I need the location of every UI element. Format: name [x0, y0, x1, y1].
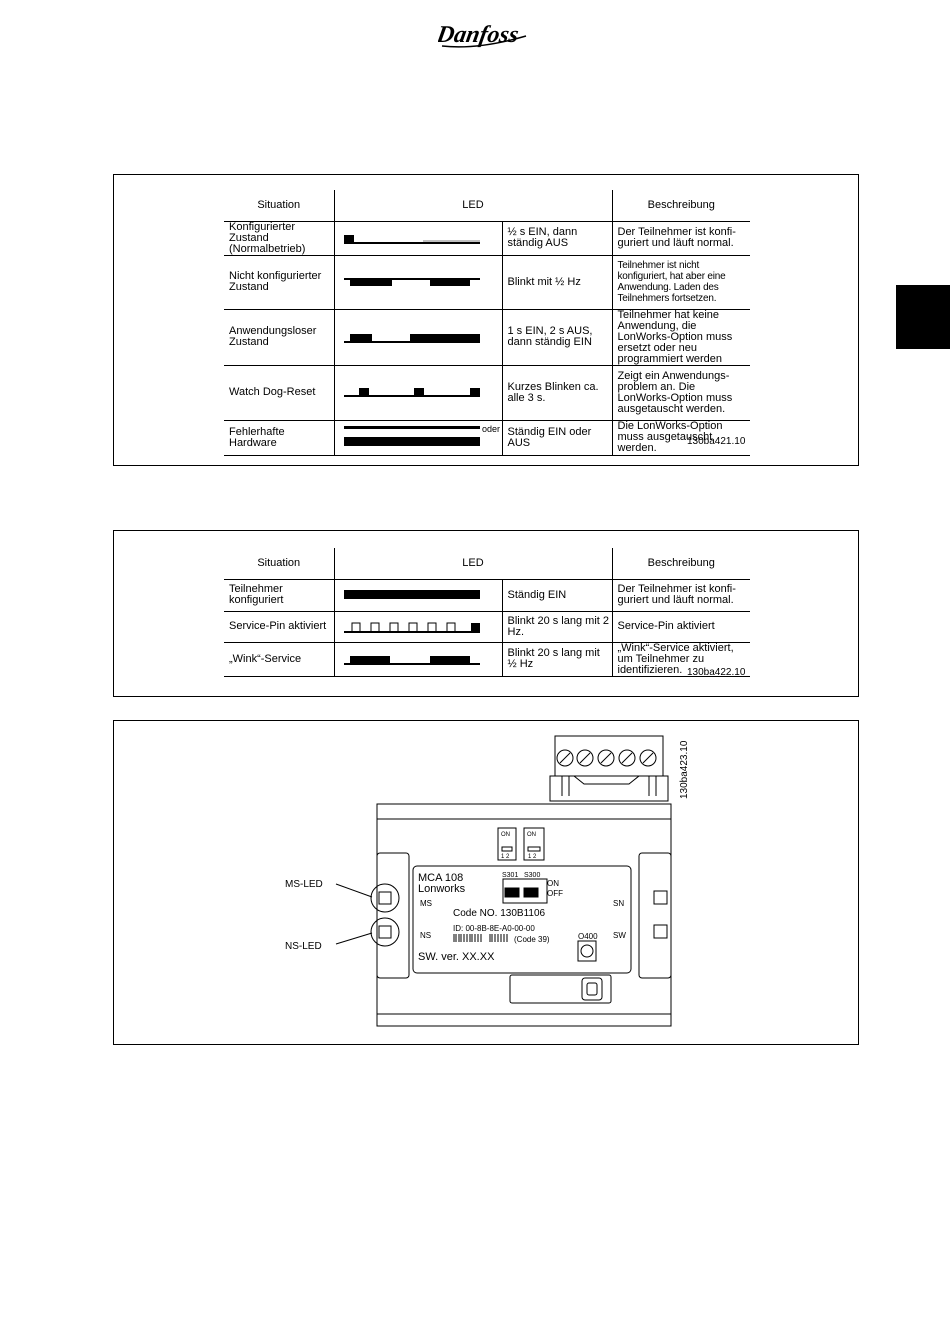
- ms-led-table: Situation LED Beschreibung Konfigurierte…: [224, 190, 750, 456]
- name-text: Lonworks: [418, 883, 466, 895]
- led-description: Ständig EIN oder AUS: [501, 419, 613, 456]
- led-description: ½ s EIN, dann ständig AUS: [501, 220, 613, 256]
- led-pattern: [333, 220, 503, 256]
- o400-label: O400: [578, 932, 598, 941]
- dip-on-label: ON: [527, 832, 536, 838]
- description-cell: Die LonWorks-Option muss ausgetauscht we…: [611, 419, 750, 456]
- description-cell: Der Teilnehmer ist konfi-guriert und läu…: [611, 220, 750, 256]
- led-description: 1 s EIN, 2 s AUS, dann ständig EIN: [501, 308, 613, 366]
- figure-code: 130ba423.10: [679, 740, 690, 799]
- situation-cell: Watch Dog-Reset: [224, 364, 335, 421]
- ns-led-label: NS-LED: [285, 941, 322, 952]
- sw-label: SW: [613, 931, 626, 940]
- led-pattern: [333, 610, 503, 643]
- led-pattern: [333, 364, 503, 421]
- off-label: OFF: [547, 889, 563, 898]
- situation-cell: Anwendungsloser Zustand: [224, 308, 335, 366]
- logo-text: Danfoss: [438, 21, 521, 48]
- header-situation: Situation: [224, 548, 335, 580]
- s301-label: S301: [502, 872, 518, 879]
- on-label: ON: [547, 879, 559, 888]
- description-cell: Teilnehmer ist nicht konfiguriert, hat a…: [611, 254, 750, 310]
- danfoss-logo: Danfoss: [438, 21, 527, 48]
- header-description: Beschreibung: [611, 548, 750, 580]
- led-pattern: [333, 254, 503, 310]
- mca108-device-drawing: MS-LED NS-LED MCA 108 Lonworks MS NS Cod…: [285, 735, 690, 1027]
- description-cell: Zeigt ein Anwendungs-problem an. Die Lon…: [611, 364, 750, 421]
- barcode-note: (Code 39): [514, 935, 550, 944]
- sn-label: SN: [613, 899, 624, 908]
- led-description: Blinkt 20 s lang mit 2 Hz.: [501, 610, 613, 643]
- ms-text: MS: [420, 899, 432, 908]
- led-pattern: oder: [333, 419, 503, 456]
- figure-code: 130ba422.10: [687, 667, 746, 678]
- situation-cell: „Wink“-Service: [224, 641, 335, 677]
- led-description: Ständig EIN: [501, 578, 613, 612]
- dip-on-label: ON: [501, 832, 510, 838]
- ns-led-table: Situation LED Beschreibung Teilnehmer ko…: [224, 548, 750, 677]
- situation-cell: Service-Pin aktiviert: [224, 610, 335, 643]
- oder-label: oder: [482, 424, 500, 434]
- s300-label: S300: [524, 872, 540, 879]
- led-status-figure-1: Situation LED Beschreibung Konfigurierte…: [113, 174, 859, 466]
- header-description: Beschreibung: [611, 190, 750, 222]
- led-status-figure-2: Situation LED Beschreibung Teilnehmer ko…: [113, 530, 859, 697]
- led-pattern: [333, 578, 503, 612]
- description-cell: Service-Pin aktiviert: [611, 610, 750, 643]
- header-situation: Situation: [224, 190, 335, 222]
- id-text: ID: 00-8B-8E-A0-00-00: [453, 924, 535, 933]
- sw-version: SW. ver. XX.XX: [418, 951, 495, 963]
- header-led: LED: [333, 190, 613, 222]
- situation-cell: Fehlerhafte Hardware: [224, 419, 335, 456]
- led-description: Kurzes Blinken ca. alle 3 s.: [501, 364, 613, 421]
- ns-text: NS: [420, 931, 431, 940]
- situation-cell: Nicht konfigurierter Zustand: [224, 254, 335, 310]
- led-pattern: [333, 641, 503, 677]
- dip-12-label: 1 2: [528, 854, 537, 860]
- description-cell: Teilnehmer hat keine Anwendung, die LonW…: [611, 308, 750, 366]
- ms-led-label: MS-LED: [285, 879, 323, 890]
- dip-12-label: 1 2: [501, 854, 510, 860]
- code-no-text: Code NO. 130B1106: [453, 908, 546, 919]
- chapter-tab: [896, 285, 950, 349]
- description-cell: „Wink“-Service aktiviert, um Teilnehmer …: [611, 641, 750, 677]
- led-description: Blinkt 20 s lang mit ½ Hz: [501, 641, 613, 677]
- description-cell: Der Teilnehmer ist konfi-guriert und läu…: [611, 578, 750, 612]
- led-description: Blinkt mit ½ Hz: [501, 254, 613, 310]
- figure-code: 130ba421.10: [687, 436, 746, 447]
- device-figure: MS-LED NS-LED MCA 108 Lonworks MS NS Cod…: [113, 720, 859, 1045]
- led-pattern: [333, 308, 503, 366]
- situation-cell: Konfigurierter Zustand (Normalbetrieb): [224, 220, 335, 256]
- header-led: LED: [333, 548, 613, 580]
- model-text: MCA 108: [418, 872, 463, 884]
- situation-cell: Teilnehmer konfiguriert: [224, 578, 335, 612]
